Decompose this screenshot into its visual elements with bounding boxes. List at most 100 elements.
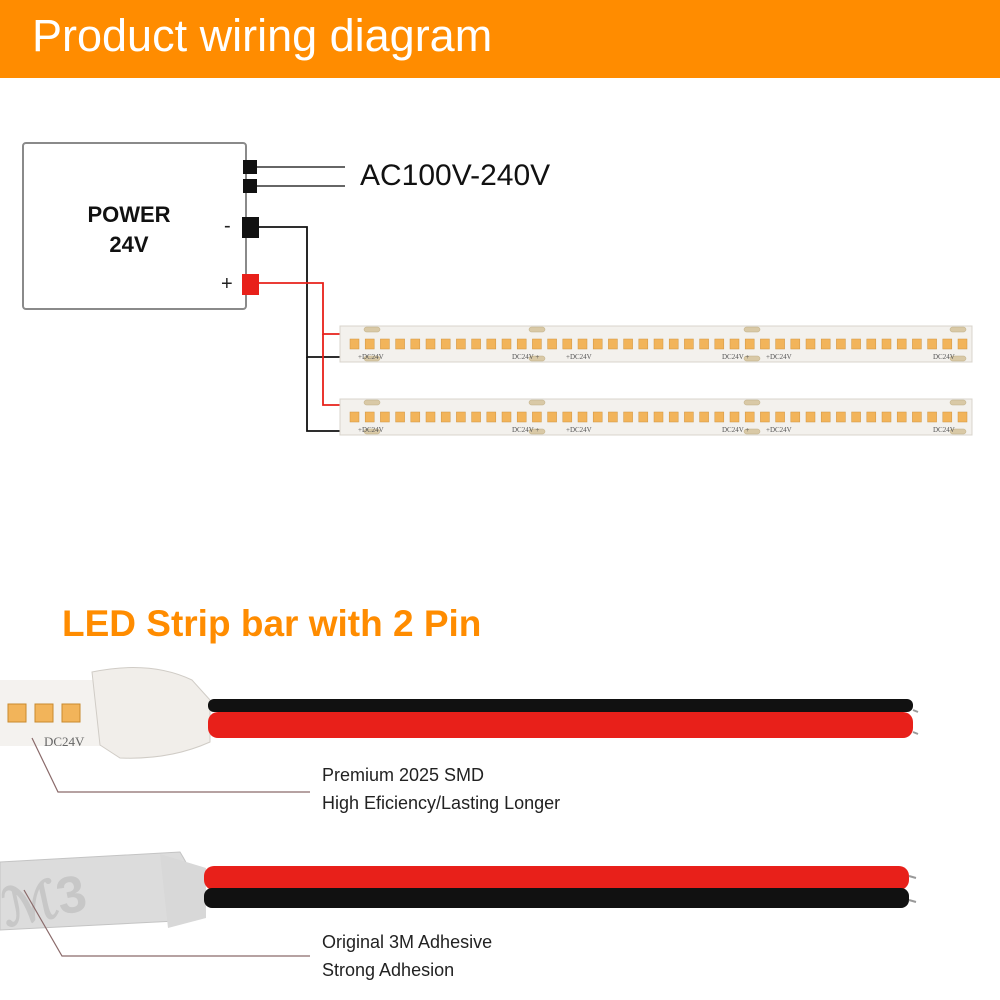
strip-marking: DC24V (933, 426, 955, 434)
led-chip (395, 411, 405, 423)
strip-marking: +DC24V (766, 426, 792, 434)
led-chip (34, 703, 54, 723)
led-chip (425, 338, 436, 350)
page-title: Product wiring diagram (32, 10, 493, 61)
led-chip (790, 411, 801, 423)
led-chip (395, 338, 405, 350)
led-chip (775, 411, 785, 423)
led-chip (790, 338, 801, 350)
feature-adhesive: Original 3M Adhesive Strong Adhesion (322, 928, 492, 984)
strip-marking: +DC24V (358, 426, 384, 434)
led-chip (623, 338, 633, 350)
led-chip (547, 338, 557, 350)
led-chip (532, 411, 542, 423)
end-cap-top (91, 667, 211, 759)
led-chip (456, 411, 466, 423)
end-cap-bottom (160, 854, 206, 928)
leader-line-2 (23, 889, 310, 957)
led-chip (608, 411, 618, 423)
led-chip (516, 338, 527, 350)
solder-pad (743, 355, 761, 362)
minus-terminal-label: - (224, 215, 231, 237)
red-wire-bottom (204, 866, 909, 890)
section-title: LED Strip bar with 2 Pin (62, 603, 482, 644)
led-chip (912, 411, 922, 423)
led-chip (820, 411, 831, 423)
led-chip (608, 338, 618, 350)
led-chip (668, 338, 679, 350)
led-chip (425, 411, 436, 423)
strip-marking: +DC24V (566, 353, 592, 361)
feature-smd-line1: Premium 2025 SMD (322, 765, 485, 785)
strip-marking: +DC24V (566, 426, 592, 434)
led-chip (896, 411, 907, 423)
solder-pad (363, 399, 381, 406)
led-chip (744, 338, 755, 350)
led-chip (775, 338, 785, 350)
strip-marking: DC24V (933, 353, 955, 361)
led-chip (684, 338, 694, 350)
led-chip (760, 411, 770, 423)
solder-pad (363, 326, 381, 333)
led-chip (653, 411, 664, 423)
power-label-line2: 24V (109, 232, 149, 257)
positive-wire (259, 282, 345, 406)
led-chip (456, 338, 466, 350)
led-chip (699, 338, 709, 350)
led-chip (562, 338, 573, 350)
led-chip (927, 338, 937, 350)
led-chip (805, 411, 816, 423)
strip-marking: DC24V + (722, 426, 749, 434)
led-chip (61, 703, 81, 723)
power-supply-box (22, 142, 247, 310)
strip-closeup-top: DC24V (0, 667, 919, 793)
black-wire-bottom (204, 888, 909, 908)
solder-pad (743, 428, 761, 435)
led-chip (927, 411, 937, 423)
header-banner: Product wiring diagram (0, 0, 1000, 78)
solder-pad (528, 355, 546, 362)
led-chip (714, 411, 725, 423)
power-supply-label: POWER 24V (70, 200, 188, 260)
wire-tip (908, 875, 917, 903)
negative-wire (259, 226, 345, 432)
led-chip (516, 411, 527, 423)
led-chip (653, 338, 664, 350)
led-chip (380, 411, 390, 423)
led-chip (364, 338, 375, 350)
led-chip (729, 338, 740, 350)
led-chip (501, 338, 512, 350)
red-wire-top (208, 712, 913, 738)
solder-pad (528, 428, 546, 435)
led-chip (638, 411, 649, 423)
led-chip (866, 338, 877, 350)
led-chip (349, 338, 360, 350)
feature-adhesive-line1: Original 3M Adhesive (322, 932, 493, 952)
led-chip (836, 411, 846, 423)
feature-adhesive-line2: Strong Adhesion (322, 960, 455, 980)
solder-pad (949, 355, 967, 362)
led-chip (912, 338, 922, 350)
led-chip (486, 338, 497, 350)
led-chip (638, 338, 649, 350)
led-chip (410, 338, 421, 350)
led-chip (820, 338, 831, 350)
solder-pad (363, 355, 381, 362)
led-chip (957, 338, 968, 350)
solder-pad (528, 326, 546, 333)
solder-pad (363, 428, 381, 435)
led-chip (896, 338, 907, 350)
positive-terminal (242, 274, 259, 295)
led-chip (714, 338, 725, 350)
led-chip (380, 338, 390, 350)
feature-smd: Premium 2025 SMD High Eficiency/Lasting … (322, 761, 560, 817)
solder-pad (949, 326, 967, 333)
led-chip (486, 411, 497, 423)
power-label-line1: POWER (87, 202, 171, 227)
feature-smd-line2: High Eficiency/Lasting Longer (322, 793, 561, 813)
closeup-strip-marking: DC24V (44, 734, 85, 749)
led-chip (532, 338, 542, 350)
negative-terminal (242, 217, 259, 238)
